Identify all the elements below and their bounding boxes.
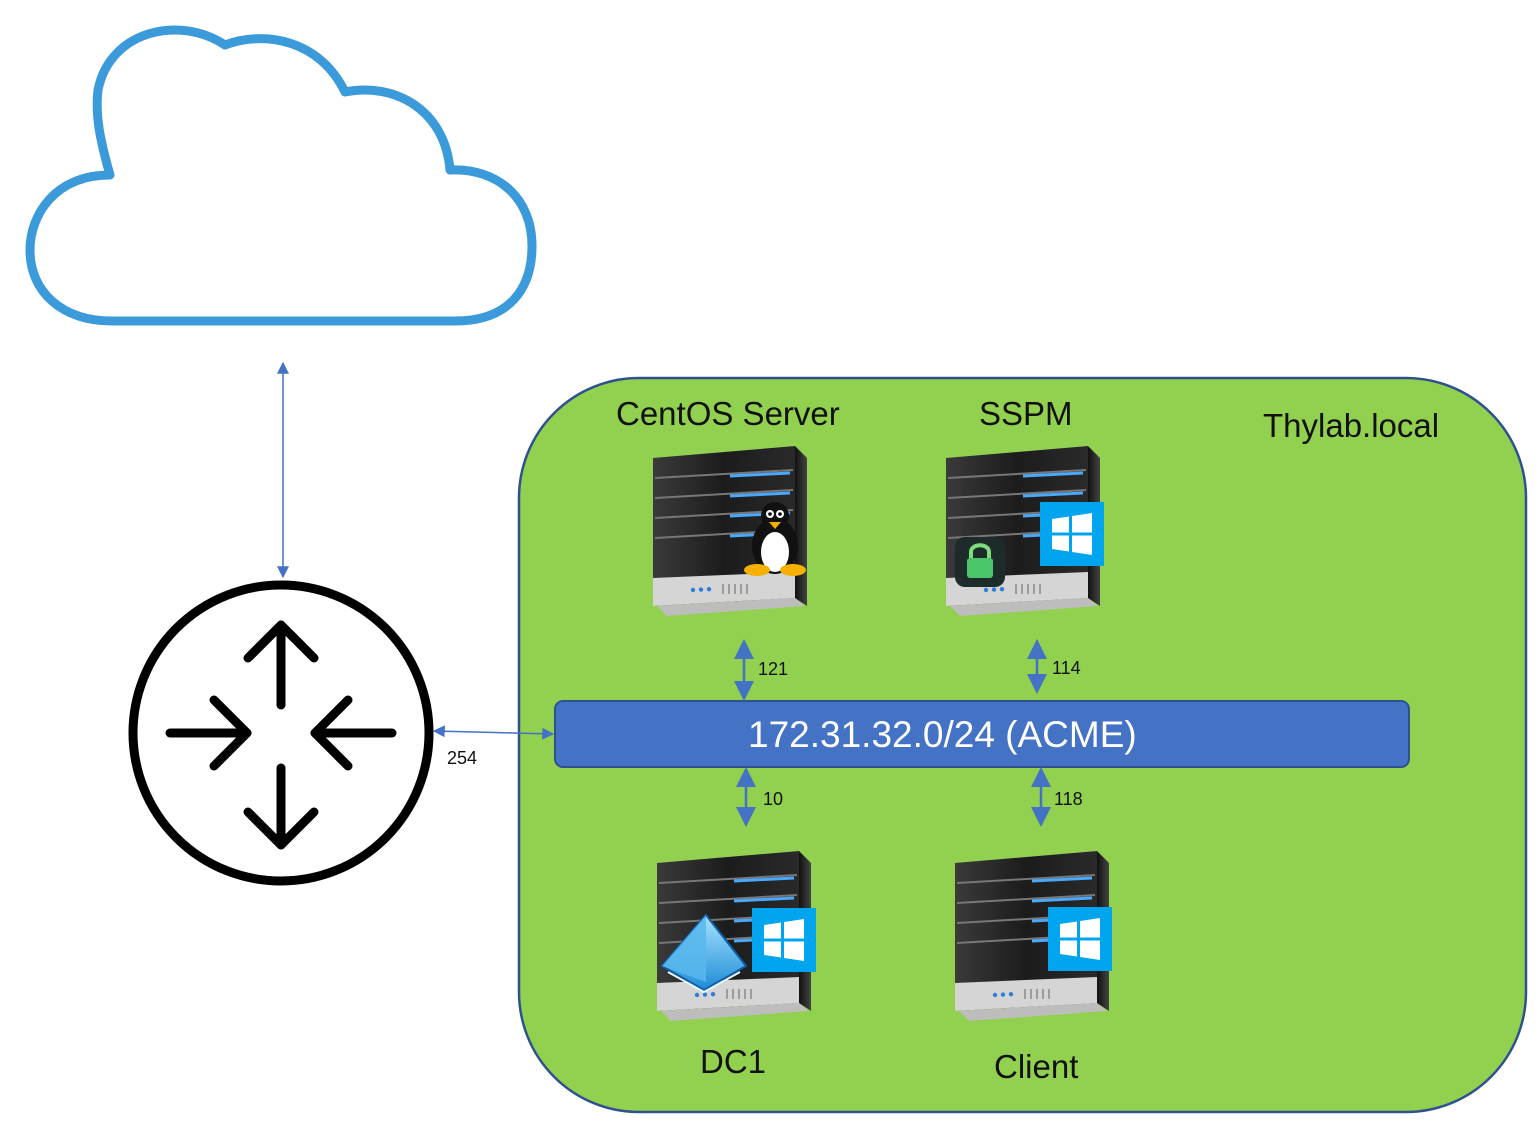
- subnet-bar: [554, 700, 1410, 768]
- lock-icon: [955, 537, 1005, 587]
- client-server-icon: [953, 849, 1112, 1023]
- sspm-server-icon: [944, 444, 1104, 618]
- ip-suffix-dc1: 10: [763, 789, 784, 809]
- router-port-label: 254: [447, 748, 478, 768]
- ip-suffix-client: 118: [1054, 789, 1083, 809]
- router-subnet-link: [432, 725, 555, 740]
- server-name-dc1: DC1: [700, 1043, 767, 1080]
- centos-server-icon: [651, 444, 809, 618]
- domain-label: Thylab.local: [1263, 407, 1440, 444]
- dc1-server-icon: [655, 849, 816, 1023]
- active-directory-icon: [660, 913, 748, 994]
- ip-suffix-centos: 121: [758, 659, 789, 679]
- router-icon: [128, 580, 434, 886]
- server-name-client: Client: [994, 1048, 1079, 1085]
- windows-icon: [1048, 907, 1112, 971]
- server-name-centos: CentOS Server: [616, 395, 840, 432]
- ip-suffix-sspm: 114: [1052, 658, 1081, 678]
- linux-penguin-icon: [744, 502, 806, 576]
- subnet-label: 172.31.32.0/24 (ACME): [748, 714, 1137, 755]
- windows-icon: [752, 908, 816, 972]
- internet-cloud-icon: [25, 25, 537, 326]
- server-name-sspm: SSPM: [979, 395, 1073, 432]
- windows-icon: [1040, 502, 1104, 566]
